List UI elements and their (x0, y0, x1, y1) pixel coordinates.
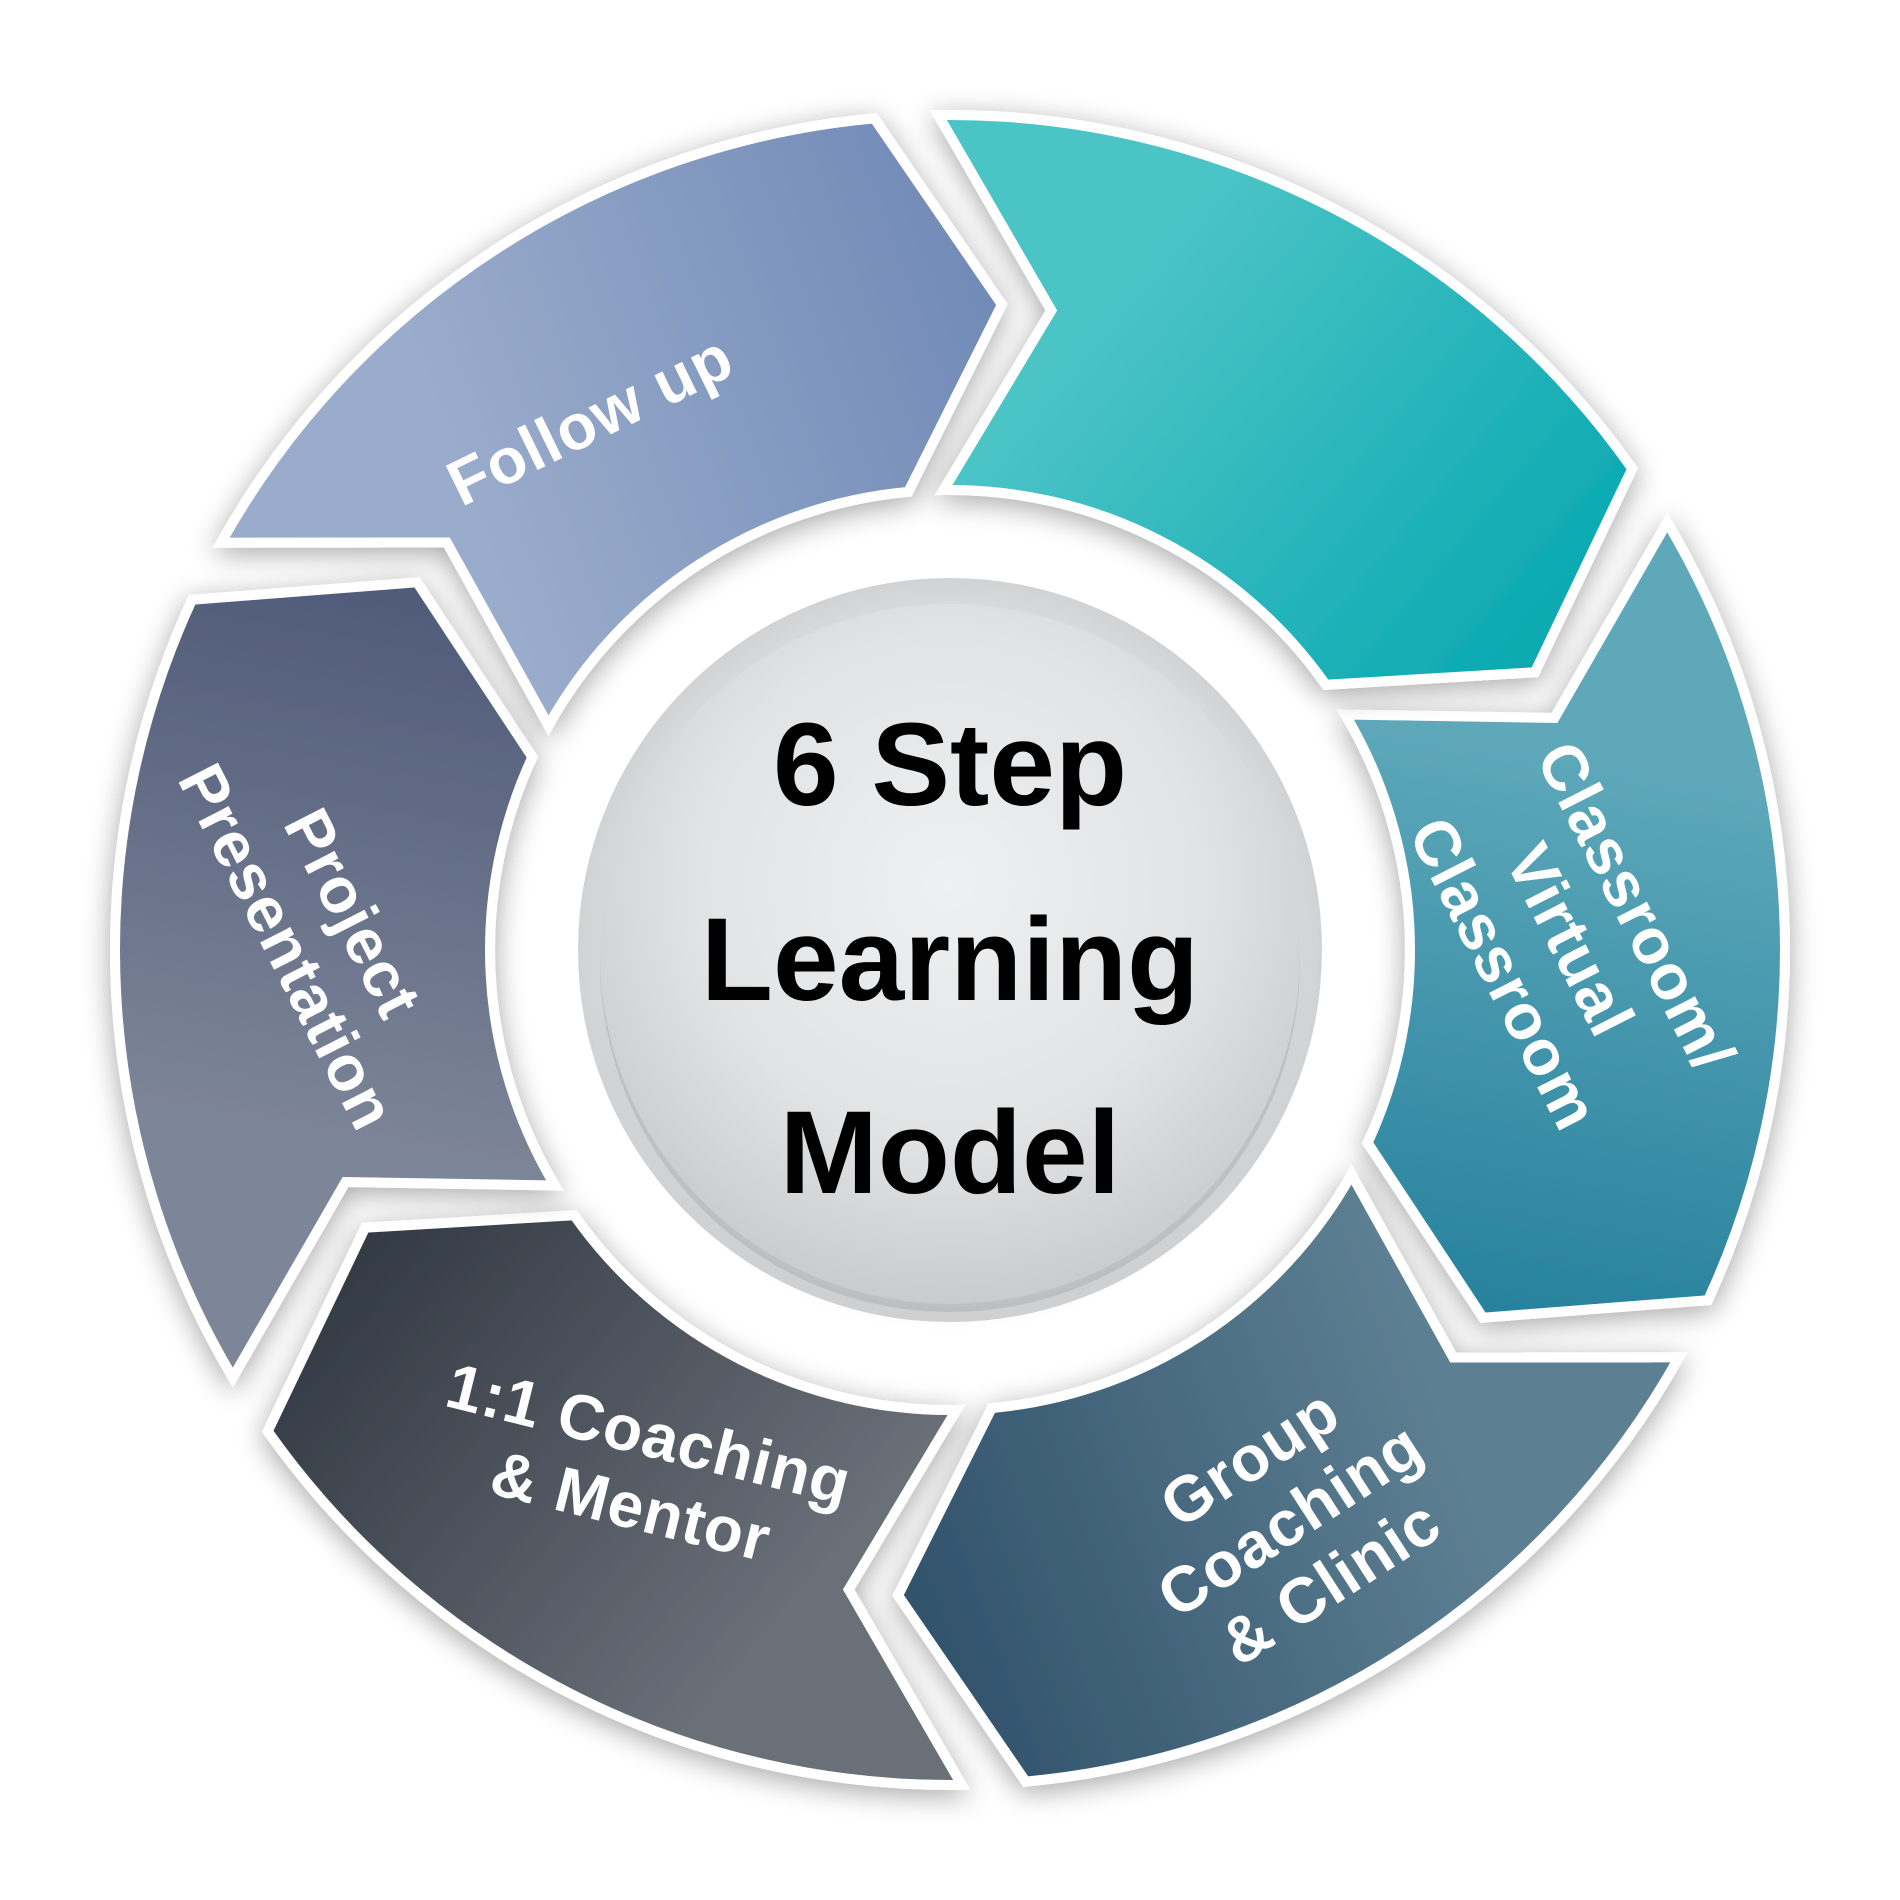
segment-group-coaching (261, 1210, 971, 1790)
segment-project-presentation (212, 113, 1008, 736)
center-hub: 6 Step Learning Model (568, 568, 1332, 1332)
segment-one-on-one (110, 577, 564, 1388)
center-disc (600, 604, 1300, 1304)
center-title-line3: Model (780, 1087, 1121, 1219)
cycle-segments: MicroLearningClassroom/VirtualClassroomG… (110, 110, 1790, 1790)
center-title-line1: 6 Step (773, 699, 1127, 831)
center-title-line2: Learning (701, 894, 1199, 1026)
segment-classroom (892, 1164, 1688, 1787)
segment-micro-learning (1336, 512, 1790, 1323)
segment-follow-up (929, 110, 1639, 690)
